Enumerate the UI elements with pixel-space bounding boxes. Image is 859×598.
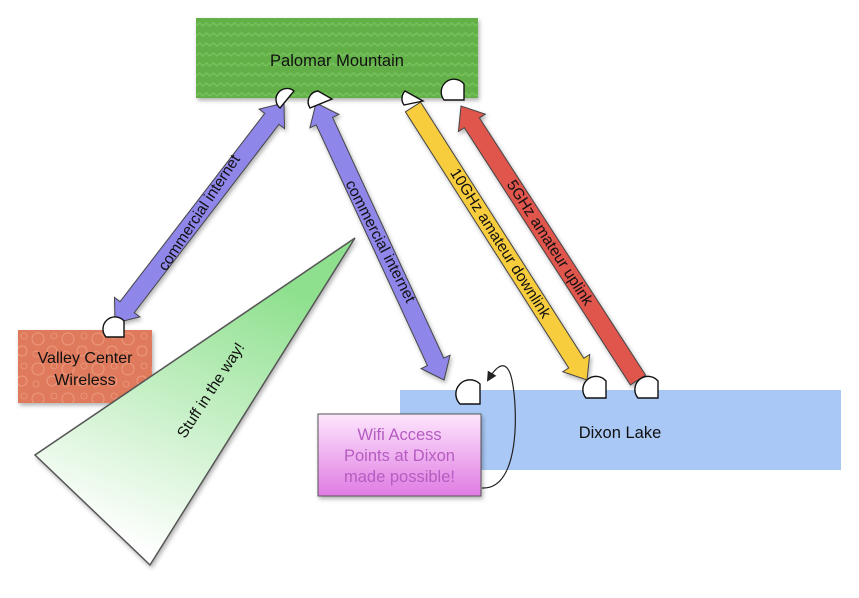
palomar-mountain-node: Palomar Mountain — [196, 18, 478, 98]
wifi-callout: Wifi Access Points at Dixon made possibl… — [317, 365, 516, 497]
dish-icon — [102, 316, 125, 338]
dish-icon — [455, 379, 481, 405]
dixon-lake-label: Dixon Lake — [579, 424, 662, 442]
uplink-5ghz-link: 5GHz amateur uplink — [457, 105, 647, 386]
dish-icon — [307, 90, 334, 109]
commercial-link-left-label: commercial internet — [155, 151, 244, 274]
dish-icon — [582, 375, 607, 399]
valley-center-label-line-1: Valley Center — [38, 350, 134, 367]
wifi-callout-line-2: Points at Dixon — [344, 447, 455, 465]
wifi-callout-line-3: made possible! — [344, 468, 455, 486]
dish-icon — [275, 87, 295, 109]
dish-icon — [440, 78, 465, 101]
downlink-10ghz-label: 10GHz amateur downlink — [446, 165, 554, 321]
wifi-callout-line-1: Wifi Access — [357, 426, 441, 444]
valley-center-label-line-2: Wireless — [54, 372, 115, 389]
dish-icon — [634, 375, 659, 399]
dish-icon — [401, 90, 425, 106]
obstruction-cone: Stuff in the way! — [33, 237, 356, 567]
palomar-mountain-label: Palomar Mountain — [270, 52, 404, 70]
uplink-5ghz-label: 5GHz amateur uplink — [503, 177, 596, 309]
commercial-link-left: commercial internet — [113, 102, 286, 324]
